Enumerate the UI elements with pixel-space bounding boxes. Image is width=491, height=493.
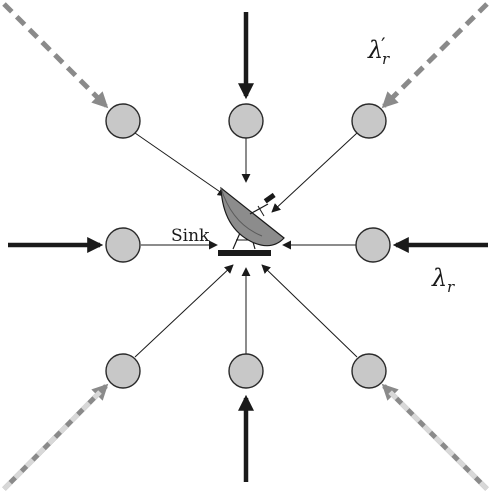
node-to-sink-arrows (134, 132, 358, 358)
lambda-r-label: λ r (431, 264, 455, 296)
svg-text:′: ′ (381, 33, 386, 57)
lambda-r-prime-label: λ ′ r (367, 33, 390, 68)
svg-text:r: r (382, 50, 390, 68)
dashed-arrow-bottom-left-highlight (2, 390, 102, 491)
dish-base (218, 250, 271, 256)
link-bottom-left (134, 264, 234, 358)
dashed-arrow-bottom-right-highlight (388, 390, 489, 491)
sensor-node-bottom (228, 353, 264, 389)
sensor-node-top-left (105, 103, 141, 139)
link-top-left (134, 132, 227, 197)
satellite-dish-icon (218, 186, 285, 256)
solid-input-arrows (8, 12, 488, 482)
sensor-node-top-right (351, 103, 387, 139)
dashed-arrow-top-left (2, 2, 109, 109)
sensor-node-bottom-left (105, 353, 141, 389)
sensor-node-top (228, 103, 264, 139)
svg-text:λ: λ (367, 36, 383, 64)
sink-label: Sink (171, 226, 210, 246)
sensor-node-bottom-right (351, 353, 387, 389)
link-top-right (271, 132, 358, 213)
svg-text:r: r (447, 278, 455, 296)
dish-reflector (220, 186, 285, 247)
sensor-node-left (105, 227, 141, 263)
dish-feed (263, 192, 276, 204)
link-bottom-right (261, 264, 358, 358)
sensor-nodes (105, 103, 391, 389)
svg-text:λ: λ (431, 264, 447, 292)
sensor-node-right (355, 227, 391, 263)
dashed-arrow-top-right (381, 2, 489, 109)
